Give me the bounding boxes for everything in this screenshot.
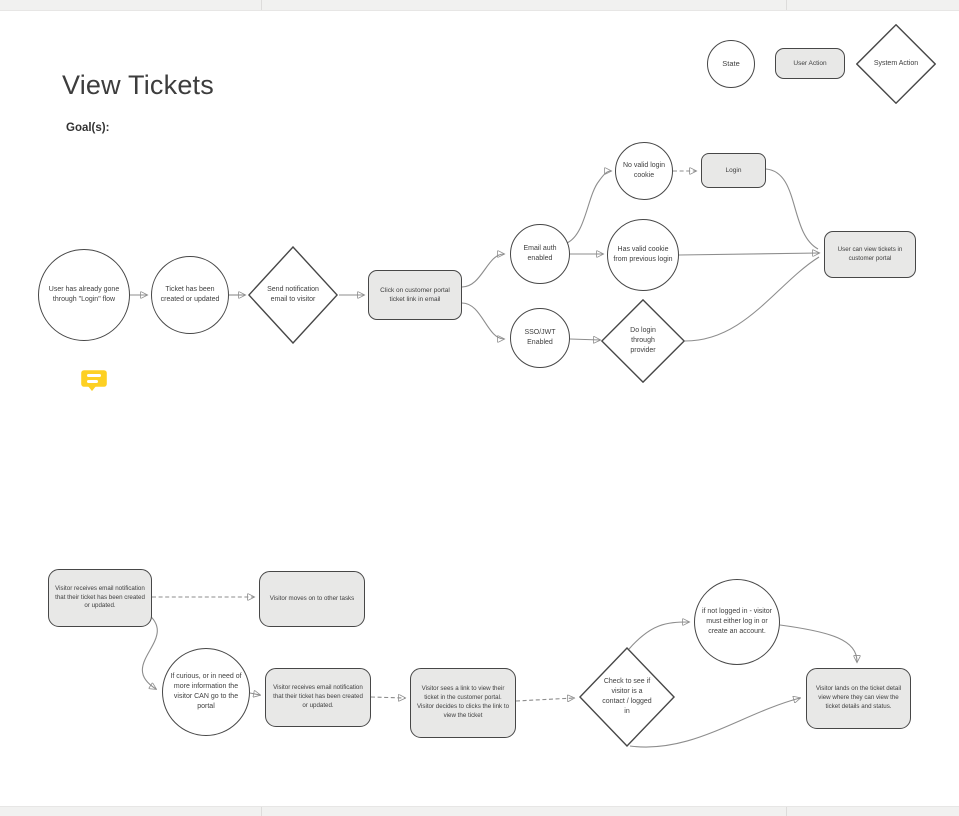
legend-state-label: State: [722, 58, 740, 68]
node-label: User has already gone through "Login" fl…: [48, 285, 120, 303]
flow-node-ticket-created[interactable]: Ticket has been created or updated: [151, 256, 229, 334]
diamond-outline: [601, 299, 685, 383]
node-label: Has valid cookie from previous login: [613, 245, 673, 263]
flow-node-do-login-provider[interactable]: Do login through provider: [601, 299, 685, 383]
legend-system-action-label: System Action: [873, 59, 919, 67]
connector-dologin-viewtickets[interactable]: [684, 256, 820, 342]
node-label: Send notification email to visitor: [267, 285, 319, 303]
diamond-outline: [856, 24, 936, 104]
grid-mark: [786, 0, 787, 10]
flow-node-send-notification[interactable]: Send notification email to visitor: [248, 246, 338, 344]
connector-hascookie-viewtickets[interactable]: [678, 253, 819, 255]
node-label: Visitor moves on to other tasks: [269, 594, 355, 602]
node-label: No valid login cookie: [622, 161, 666, 179]
node-label: Login: [725, 166, 742, 174]
node-label: Check to see if visitor is a contact / l…: [602, 677, 652, 716]
flow-node-if-curious[interactable]: If curious, or in need of more informati…: [162, 648, 250, 736]
diamond-outline: [248, 246, 338, 344]
grid-mark: [786, 807, 787, 816]
flow-node-check-contact[interactable]: Check to see if visitor is a contact / l…: [579, 647, 675, 747]
legend-state-shape[interactable]: State: [707, 40, 755, 88]
diamond-outline: [579, 647, 675, 747]
node-label: if not logged in - visitor must either l…: [701, 607, 773, 636]
connector-ifcurious-receives2[interactable]: [249, 693, 260, 695]
flow-node-user-login-flow[interactable]: User has already gone through "Login" fl…: [38, 249, 130, 341]
goals-label: Goal(s):: [66, 122, 110, 134]
connector-emailauth-nocookie[interactable]: [566, 171, 611, 244]
flow-node-view-tickets[interactable]: User can view tickets in customer portal: [824, 231, 916, 278]
node-label: SSO/JWT Enabled: [524, 328, 556, 346]
connector-check-notloggedin[interactable]: [628, 622, 689, 650]
comment-bubble-icon[interactable]: [77, 364, 111, 398]
connector-seeslink-check[interactable]: [515, 698, 574, 701]
node-label: Do login through provider: [630, 326, 656, 355]
node-label: Visitor receives email notification that…: [55, 584, 145, 610]
node-label: Click on customer portal ticket link in …: [380, 286, 450, 303]
flow-node-not-logged-in[interactable]: if not logged in - visitor must either l…: [694, 579, 780, 665]
flow-node-lands-detail[interactable]: Visitor lands on the ticket detail view …: [806, 668, 911, 729]
legend-system-action-shape[interactable]: System Action: [856, 24, 936, 104]
node-label: Ticket has been created or updated: [160, 285, 220, 303]
flow-node-sso-jwt[interactable]: SSO/JWT Enabled: [510, 308, 570, 368]
grid-mark: [261, 0, 262, 10]
connector-receives2-seeslink[interactable]: [370, 697, 405, 698]
flow-node-no-cookie[interactable]: No valid login cookie: [615, 142, 673, 200]
node-label: Email auth enabled: [523, 244, 557, 262]
flow-node-has-cookie[interactable]: Has valid cookie from previous login: [607, 219, 679, 291]
flow-node-visitor-receives-1[interactable]: Visitor receives email notification that…: [48, 569, 152, 627]
node-label: Visitor lands on the ticket detail view …: [815, 685, 902, 710]
connector-login-viewtickets[interactable]: [765, 168, 819, 250]
node-label: If curious, or in need of more informati…: [170, 672, 242, 711]
flow-node-visitor-sees-link[interactable]: Visitor sees a link to view their ticket…: [410, 668, 516, 738]
connector-check-lands[interactable]: [629, 698, 800, 748]
page-title: View Tickets: [62, 70, 214, 100]
legend-user-action-shape[interactable]: User Action: [775, 48, 845, 79]
connector-sso-dologin[interactable]: [569, 339, 600, 340]
node-label: Visitor receives email notification that…: [273, 684, 363, 709]
node-label: User can view tickets in customer portal: [837, 245, 903, 262]
connector-notloggedin-lands[interactable]: [779, 624, 857, 662]
connector-clicklink-emailauth[interactable]: [461, 254, 504, 288]
legend-user-action-label: User Action: [793, 59, 827, 67]
flow-node-visitor-receives-2[interactable]: Visitor receives email notification that…: [265, 668, 371, 727]
flow-node-email-auth[interactable]: Email auth enabled: [510, 224, 570, 284]
canvas-edge-bottom: [0, 806, 959, 816]
flow-node-click-link[interactable]: Click on customer portal ticket link in …: [368, 270, 462, 320]
flow-node-login[interactable]: Login: [701, 153, 766, 188]
node-label: Visitor sees a link to view their ticket…: [416, 685, 510, 719]
connector-clicklink-sso[interactable]: [461, 302, 504, 339]
grid-mark: [261, 807, 262, 816]
canvas-edge-top: [0, 0, 959, 11]
flow-node-visitor-moves-on[interactable]: Visitor moves on to other tasks: [259, 571, 365, 627]
connector-receives1-ifcurious[interactable]: [141, 613, 158, 689]
